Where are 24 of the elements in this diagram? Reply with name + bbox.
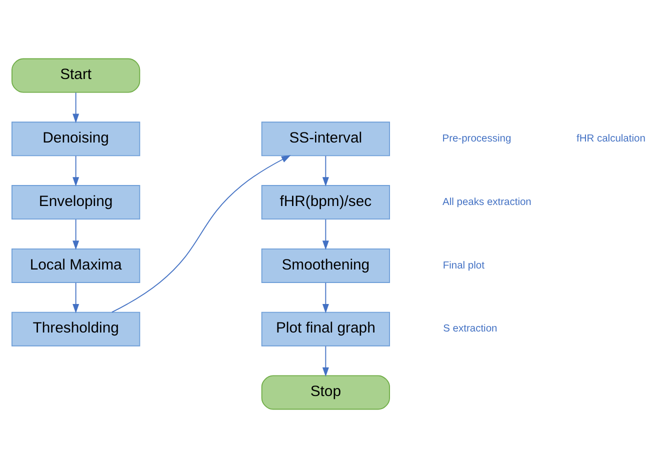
arrow bbox=[72, 156, 80, 186]
label: S extraction bbox=[443, 324, 498, 335]
node-box: Denoising bbox=[12, 122, 140, 156]
node-box: Local Maxima bbox=[12, 248, 140, 283]
arrow bbox=[322, 282, 329, 314]
node-box: fHR(bpm)/sec bbox=[261, 185, 390, 220]
node-box: Thresholding bbox=[12, 312, 140, 346]
arrow bbox=[72, 92, 80, 124]
label: Final plot bbox=[442, 260, 484, 272]
node-box: Enveloping bbox=[12, 185, 140, 220]
node-box: Smoothening bbox=[261, 248, 390, 283]
label: Pre-processing bbox=[442, 134, 512, 145]
node-box: Stop bbox=[261, 375, 390, 410]
arrow bbox=[322, 346, 329, 377]
arrow bbox=[322, 156, 329, 186]
arrow bbox=[72, 282, 80, 314]
arrow bbox=[322, 218, 329, 250]
label: fHR calculation bbox=[576, 134, 646, 145]
node-box: SS-interval bbox=[261, 122, 390, 156]
label: All peaks extraction bbox=[442, 196, 532, 208]
node-box: Start bbox=[12, 58, 140, 93]
arrow bbox=[72, 218, 80, 250]
arrow bbox=[111, 155, 291, 313]
node-box: Plot final graph bbox=[261, 312, 390, 346]
